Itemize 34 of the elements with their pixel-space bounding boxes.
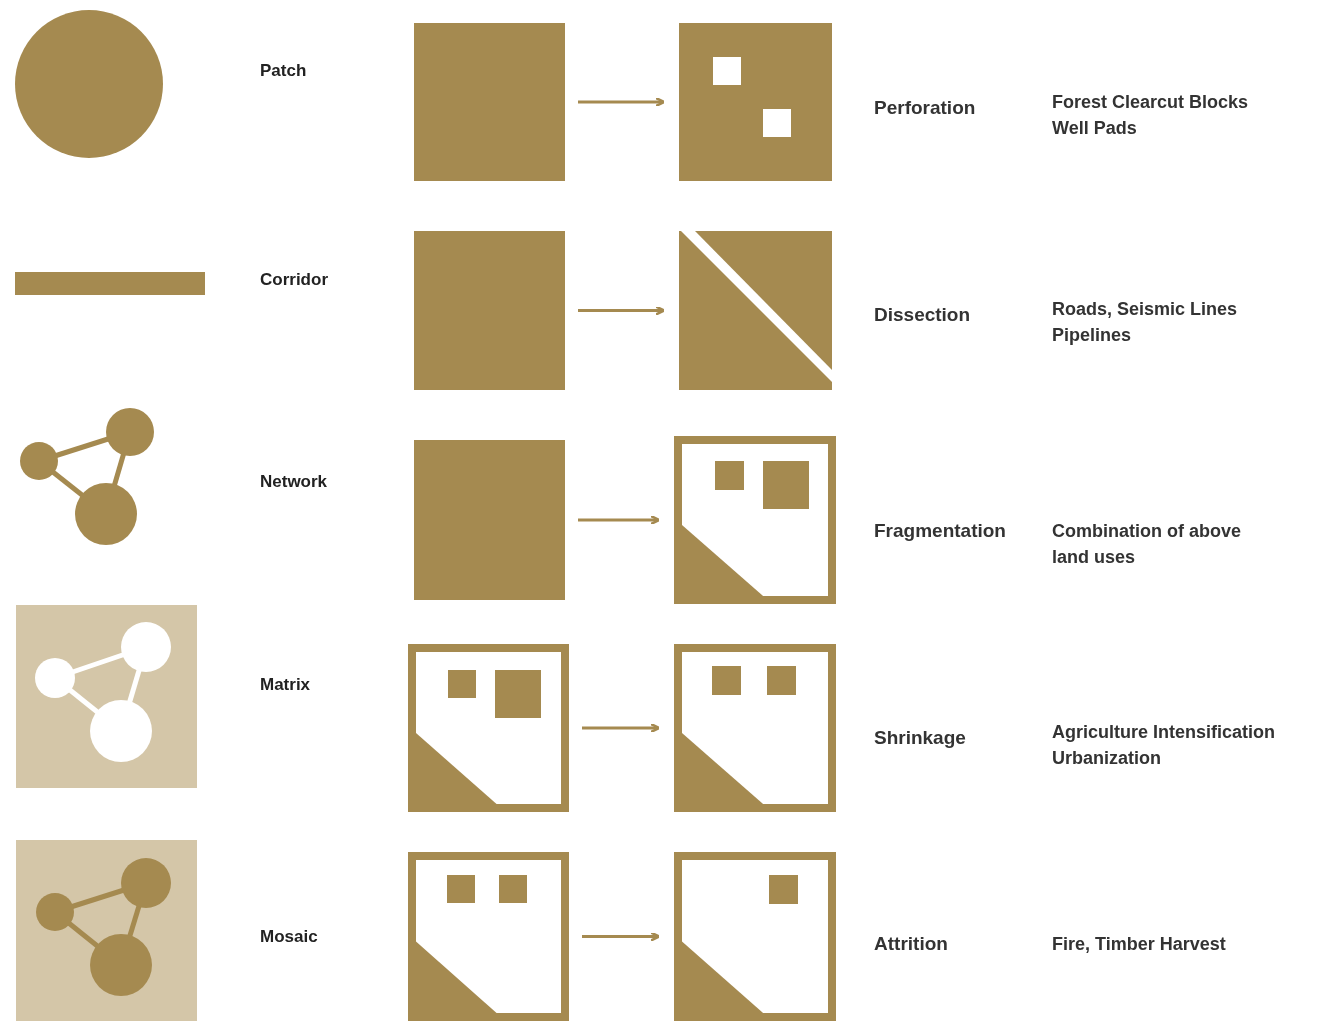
landscape-square <box>414 231 565 390</box>
arrow <box>578 96 666 108</box>
process-label: Dissection <box>874 303 971 327</box>
arrow <box>582 722 661 734</box>
mosaic-drawing <box>16 840 197 1021</box>
patch-drawing <box>14 9 164 159</box>
arrow <box>578 305 666 316</box>
attrited-landscape <box>674 852 836 1021</box>
term-label: Network <box>260 471 328 493</box>
term-label: Patch <box>260 60 307 82</box>
corridor-drawing <box>15 272 205 295</box>
example-text: Fire, Timber Harvest <box>1052 933 1227 956</box>
dissected-landscape <box>679 231 832 390</box>
process-label: Perforation <box>874 96 976 120</box>
fragmented-landscape <box>408 852 569 1021</box>
arrow <box>578 514 661 526</box>
example-text: Combination of above land uses <box>1052 520 1242 569</box>
matrix-drawing <box>16 605 197 788</box>
example-text: Agriculture Intensification Urbanization <box>1052 721 1277 770</box>
term-label: Corridor <box>260 269 328 291</box>
landscape-square <box>414 440 565 600</box>
shrunk-landscape <box>674 644 836 812</box>
term-label: Matrix <box>260 674 311 696</box>
term-label: Mosaic <box>260 926 318 948</box>
perforated-landscape <box>679 23 832 181</box>
fragmented-landscape <box>674 436 836 604</box>
fragmented-landscape <box>408 644 569 812</box>
example-text: Roads, Seismic Lines Pipelines <box>1052 298 1239 347</box>
arrow <box>582 931 661 942</box>
process-label: Fragmentation <box>874 519 1006 543</box>
process-label: Attrition <box>874 932 948 956</box>
landscape-square <box>414 23 565 181</box>
process-label: Shrinkage <box>874 726 966 750</box>
example-text: Forest Clearcut Blocks Well Pads <box>1052 91 1250 140</box>
